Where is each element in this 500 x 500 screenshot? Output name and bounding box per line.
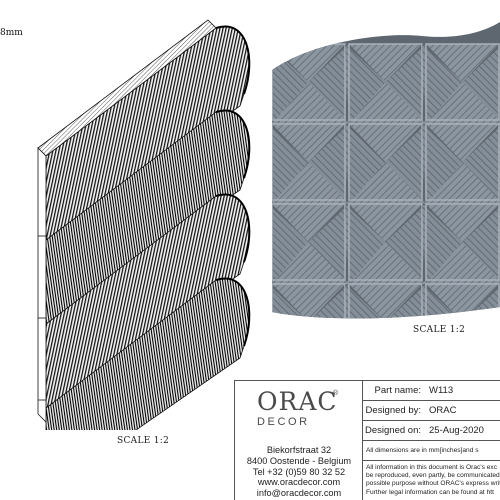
panel-edge-side (37, 147, 47, 423)
designed-by-row: Designed by: ORAC (363, 401, 500, 421)
tile-facet (272, 82, 349, 124)
tile-facet (422, 162, 500, 204)
tile-facet (422, 44, 463, 124)
tile-frame (425, 283, 500, 319)
tile-frame (425, 123, 500, 201)
legal-line: be reproduced, even partly, be communica… (366, 472, 500, 480)
tile-facet (462, 284, 500, 319)
tile-facet (422, 82, 500, 124)
tile-facet (272, 242, 349, 284)
tile-frame (425, 203, 500, 281)
company-logo: ORAC ® DECOR (257, 387, 347, 429)
tile-facet (345, 44, 386, 124)
tile-facet (272, 124, 309, 204)
tile-facet (345, 284, 386, 319)
tile-facet (422, 124, 463, 204)
tile-facet (308, 44, 349, 124)
panel-photo (272, 22, 500, 319)
legal-line: possible purpose without ORAC's express … (366, 480, 500, 488)
wave-bands (45, 25, 251, 430)
wave-crest (215, 277, 251, 347)
company-info: ORAC ® DECOR Biekorfstraat 32 8400 Ooste… (235, 381, 363, 500)
dimension-label: 8mm (0, 28, 23, 38)
scale-label-left: SCALE 1:2 (117, 436, 170, 446)
tile-frame (348, 203, 423, 281)
designed-on-label: Designed on: (365, 425, 421, 436)
part-name-value: W113 (429, 385, 454, 396)
designed-by-label: Designed by: (365, 405, 421, 416)
tile-facet (385, 284, 426, 319)
logo-text: ORAC (257, 387, 338, 416)
wave-crest (215, 193, 251, 263)
tile-facet (422, 204, 463, 284)
tile-facet (345, 242, 426, 284)
tile-facet (385, 204, 426, 284)
designed-by-value: ORAC (429, 405, 457, 416)
address-line: 8400 Oostende - Belgium (246, 455, 352, 466)
tile-facet (462, 44, 500, 124)
tile-facet (345, 162, 426, 204)
tile-facet (345, 204, 386, 284)
tile-facet (385, 124, 426, 204)
tile-facet (345, 124, 386, 204)
photo-tiles (272, 22, 500, 319)
address-line: Biekorfstraat 32 (266, 445, 332, 455)
tile-frame (272, 123, 346, 201)
tile-facet (272, 204, 309, 284)
tile-frame (425, 43, 500, 121)
email-link[interactable]: info@oracdecor.com (256, 488, 342, 499)
tile-facet (462, 124, 500, 204)
legal-line: Further legal information can be found a… (366, 488, 494, 496)
tile-facet (385, 44, 426, 124)
tile-facet (349, 44, 422, 82)
tile-frame (272, 283, 346, 319)
company-address: Biekorfstraat 32 8400 Oostende - Belgium… (235, 445, 363, 499)
tile-frame (348, 43, 423, 121)
dimensions-note: All dimensions are in mm[inches]and s (363, 442, 500, 461)
tile-facet (426, 284, 499, 319)
tile-frame (348, 283, 423, 319)
part-name-label: Part name: (374, 385, 421, 396)
tile-facet (272, 204, 345, 242)
tile-facet (422, 242, 500, 284)
legal-line: All information in this document is Orac… (366, 464, 497, 471)
tile-facet (349, 124, 422, 162)
website-link[interactable]: www.oracdecor.com (257, 477, 341, 488)
tile-facet (426, 204, 499, 242)
tile-facet (308, 204, 349, 284)
tile-facet (349, 204, 422, 242)
wave-crest (215, 25, 251, 95)
tile-facet (349, 284, 422, 319)
tile-facet (308, 124, 349, 204)
wall-panel-drawing (37, 19, 251, 430)
tile-facet (272, 284, 309, 319)
tile-facet (462, 204, 500, 284)
title-block: ORAC ® DECOR Biekorfstraat 32 8400 Ooste… (234, 380, 500, 500)
part-name-row: Part name: W113 (363, 381, 500, 401)
registered-mark: ® (333, 390, 339, 397)
tile-facet (345, 82, 426, 124)
tile-frame (348, 123, 423, 201)
tile-facet (272, 284, 345, 319)
tile-facet (308, 284, 349, 319)
tile-facet (422, 284, 463, 319)
phone-number: Tel +32 (0)59 80 32 52 (252, 466, 346, 477)
tile-facet (426, 124, 499, 162)
logo-subtext: DECOR (257, 416, 310, 428)
designed-on-row: Designed on: 25-Aug-2020 (363, 421, 500, 441)
tile-facet (426, 44, 499, 82)
scale-label-right: SCALE 1:2 (413, 325, 466, 335)
tile-facet (272, 162, 349, 204)
wave-crest (215, 109, 251, 179)
tile-facet (272, 124, 345, 162)
tile-frame (272, 203, 346, 281)
legal-notice: All information in this document is Orac… (363, 462, 500, 500)
designed-on-value: 25-Aug-2020 (429, 425, 484, 436)
